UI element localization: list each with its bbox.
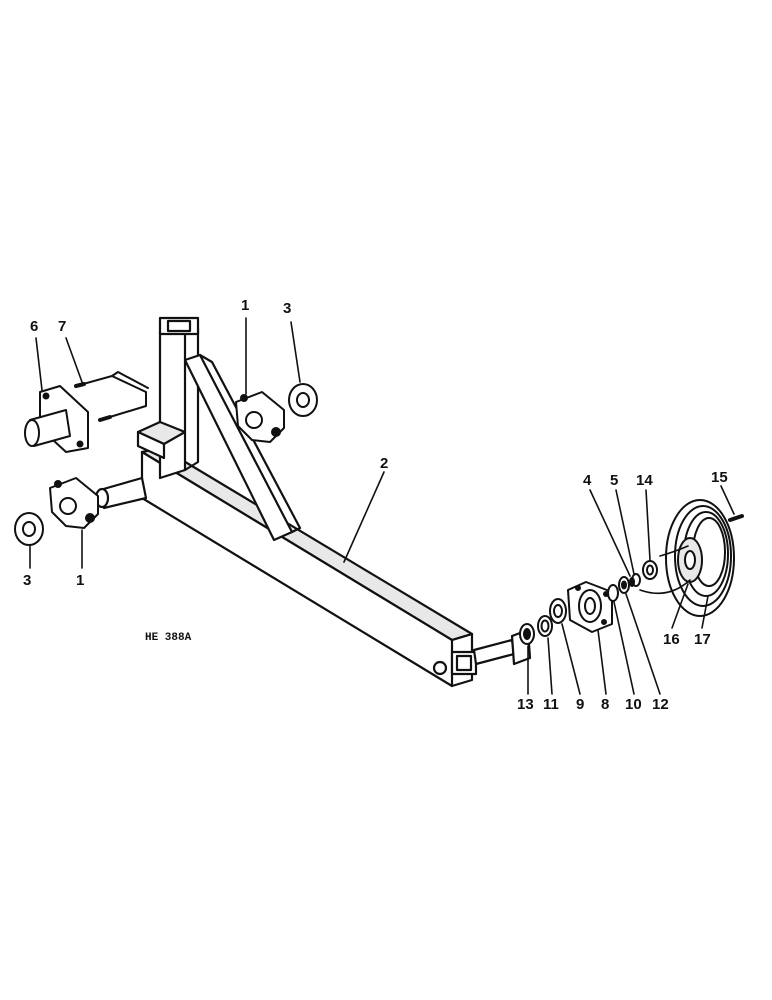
callout-17: 17 [694,631,711,648]
clamp-top [235,391,285,443]
frame-assembly [94,316,532,688]
leader-lines [29,317,735,695]
callout-15: 15 [711,469,728,486]
cotter-4 [629,577,635,587]
nut-13 [519,623,535,645]
callout-16: 16 [663,631,680,648]
callout-7: 7 [58,318,66,335]
callout-2: 2 [380,455,388,472]
u-bolt [74,371,149,422]
callout-4: 4 [583,472,592,489]
callout-1-left: 1 [76,572,84,589]
callout-6: 6 [30,318,38,335]
reference-code: HE 388A [145,632,192,644]
callout-10: 10 [625,696,642,713]
bearing-10 [607,584,619,602]
wheel-tire [665,499,735,617]
callout-3-top: 3 [283,300,291,317]
callout-5: 5 [610,472,618,489]
callout-1-top: 1 [241,297,249,314]
callout-9: 9 [576,696,584,713]
callout-11: 11 [543,696,559,713]
washer-top [288,383,318,417]
cap-14 [642,560,658,580]
valve-15 [728,514,744,522]
callout-12: 12 [652,696,669,713]
clamp-left [49,477,99,529]
callout-8: 8 [601,696,609,713]
washer-12 [618,576,630,594]
seal-9 [549,598,567,624]
callout-labels: 1 3 6 7 2 3 1 4 5 14 15 16 17 13 11 9 8 … [23,297,728,713]
washer-left [14,512,44,546]
mounting-bracket [24,385,89,453]
hub-8 [567,581,613,633]
bearing-11 [537,615,553,637]
callout-13: 13 [517,696,534,713]
callout-3-left: 3 [23,572,31,589]
callout-14: 14 [636,472,653,489]
